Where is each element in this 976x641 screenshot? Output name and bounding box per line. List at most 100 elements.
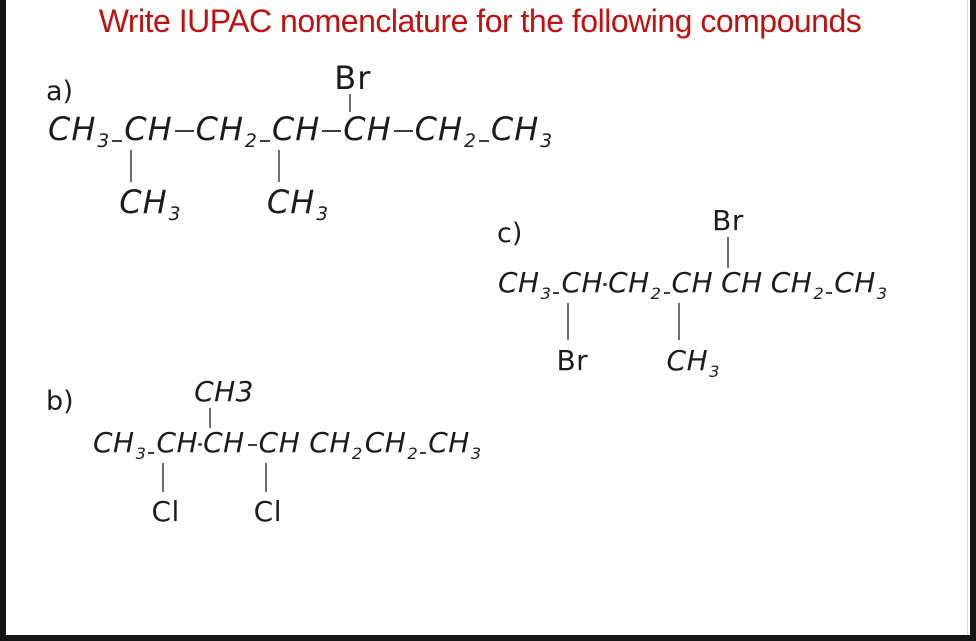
group-text: CH [48,110,97,148]
group-subscript: 2 [351,443,363,463]
compound-c-chain: CH3 CH Br CH2 CH CH3 CH Br CH2 CH3 [498,207,888,380]
group-text: CH [271,110,321,148]
group-text: CH [364,426,407,459]
compound-b-chain: CH3 CH Cl CH CH3 CH Cl CH2 CH2 CH3 [93,378,482,526]
group-text: CH [93,426,135,459]
bond-line [393,130,413,132]
group-text: CH [309,426,351,459]
chain-group: CH Cl [254,426,301,525]
substituent-text: Br [712,204,744,237]
chain-group: CH3 [428,426,482,463]
bond-line [322,130,342,132]
group-subscript: 2 [813,283,825,303]
substituent-text: Cl [151,495,180,528]
substituent-text: CH [119,183,168,221]
group-text: CH [428,426,470,459]
bond-line [553,292,560,294]
chain-group: CH CH3 [267,110,328,224]
chain-group: CH3 [834,266,888,303]
substituent-label: Br [556,347,588,375]
substituent-subscript: 3 [168,204,182,226]
chain-group: CH CH3 [119,110,180,224]
substituent-text: CH3 [194,375,254,408]
group-subscript: 2 [650,283,662,303]
substituent-text: CH [666,344,709,377]
group-text: CH [156,426,199,459]
chain-group: CH CH3 [667,267,720,379]
substituent-text: CH [266,183,316,221]
substituent-subscript: 3 [709,361,720,381]
substituent-label: CH3 [194,378,254,406]
substituent-text: Br [334,59,372,97]
bond-vertical-line [349,94,352,112]
group-subscript: 3 [540,131,554,153]
substituent-subscript: 3 [316,204,330,226]
chain-group: CH Br [334,62,392,148]
bond-line [603,283,608,286]
bond-vertical-line [567,303,570,340]
bond-vertical-line [677,303,680,340]
group-text: CH [498,266,540,299]
substituent-label: CH3 [119,186,181,225]
bond-line [478,140,489,142]
chain-group: CH CH3 [194,378,253,459]
group-subscript: 3 [876,283,888,303]
group-text: CH [561,266,604,299]
bond-gap [300,428,309,430]
slide-border-left [0,0,6,641]
bond-line [198,443,203,446]
group-subscript: 2 [245,131,258,153]
group-subscript: 3 [470,443,482,463]
chain-group: CH3 [491,111,554,153]
chain-group: CH3 [48,110,111,153]
substituent-label: CH3 [267,186,329,225]
substituent-label: CH3 [667,347,720,380]
page-title: Write IUPAC nomenclature for the followi… [98,3,862,39]
chain-group: CH2 [414,110,477,153]
group-text: CH [608,266,650,299]
slide-border-gray-line [967,0,968,641]
group-text: CH [195,110,245,148]
substituent-label: Br [712,207,744,235]
group-subscript: 2 [407,443,419,463]
chain-group: CH Br [556,266,604,374]
group-text: CH [343,110,392,148]
group-text: CH [258,426,301,459]
bond-line [112,140,123,142]
compound-c-label: c) [497,218,523,249]
group-text: CH [414,110,464,148]
bond-line [259,140,270,142]
chain-group: CH3 [498,266,552,303]
compound-a-chain: CH3 CH CH3 CH2 CH CH3 CH Br CH2 CH3 [48,62,554,224]
group-text: CH [124,110,173,148]
group-subscript: 2 [464,131,477,153]
group-text: CH [770,266,813,299]
chain-group: CH2 [309,426,363,463]
chain-group: CH2 [195,110,258,153]
bond-vertical-line [209,408,212,428]
substituent-label: Br [334,62,371,94]
bond-gap [713,268,721,270]
group-subscript: 3 [540,283,552,303]
bond-line [663,292,670,294]
substituent-label: Cl [254,498,282,526]
chain-group: CH Br [712,207,763,299]
bond-vertical-line [130,150,133,182]
group-subscript: 3 [97,131,111,153]
bond-vertical-line [277,150,280,182]
substituent-text: Cl [253,495,283,528]
substituent-text: Br [556,344,589,377]
bond-line [247,444,257,446]
substituent-label: Cl [151,498,179,526]
bond-line [826,292,833,294]
group-text: CH [834,266,876,299]
chain-group: CH2 [770,266,825,303]
slide-border-right [970,0,976,641]
group-subscript: 3 [135,443,147,463]
bond-line [420,452,427,454]
bond-line [148,452,155,454]
chain-group: CH Cl [151,426,199,525]
group-text: CH [721,266,763,299]
chain-group: CH2 [608,266,662,303]
